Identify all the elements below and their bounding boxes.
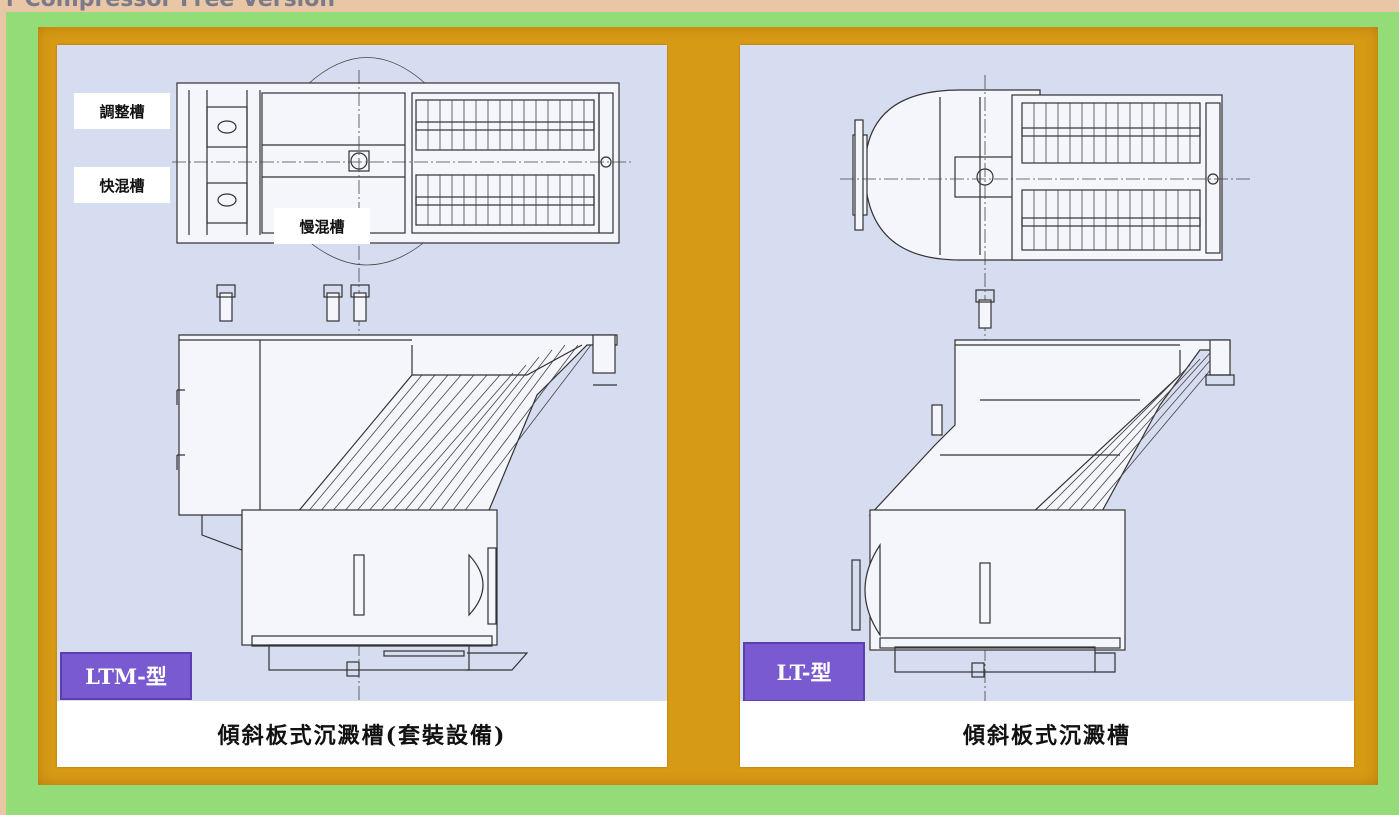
lt-elevation-view <box>851 289 1235 678</box>
lt-plan-view <box>840 75 1250 745</box>
caption-bar: 傾斜板式沉澱槽 <box>740 701 1354 767</box>
lt-drawing <box>840 75 1250 745</box>
watermark-text: r Compressor Free Version <box>6 0 335 12</box>
ltm-elevation-view <box>176 284 618 677</box>
label-slow-mix-tank: 慢混槽 <box>274 208 370 244</box>
label-adjustment-tank: 調整槽 <box>74 93 170 129</box>
label-rapid-mix-tank: 快混槽 <box>74 167 170 203</box>
watermark-strip: r Compressor Free Version <box>0 0 1399 12</box>
panel-ltm: 調整槽 快混槽 慢混槽 LTM-型 傾斜板式沉澱槽(套裝設備) <box>57 45 667 767</box>
model-badge: LT-型 <box>743 642 865 702</box>
caption-text: 傾斜板式沉澱槽(套裝設備) <box>217 723 507 749</box>
model-badge: LTM-型 <box>60 652 192 700</box>
panel-lt: LT-型 傾斜板式沉澱槽 <box>740 45 1354 767</box>
caption-text: 傾斜板式沉澱槽 <box>962 723 1131 749</box>
caption-bar: 傾斜板式沉澱槽(套裝設備) <box>57 701 667 767</box>
